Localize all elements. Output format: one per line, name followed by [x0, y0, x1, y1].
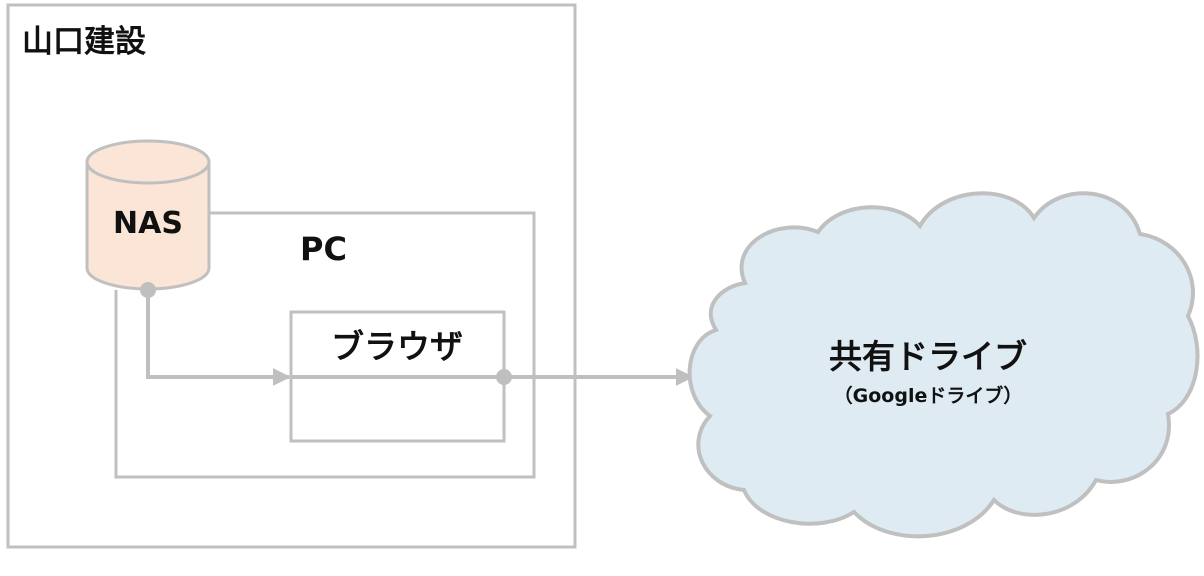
cloud-shape	[687, 191, 1200, 539]
nas-label: NAS	[113, 206, 183, 241]
pc-boundary-box	[114, 211, 536, 479]
cloud-subtitle: （Googleドライブ）	[834, 384, 1023, 407]
company-label: 山口建設	[22, 24, 146, 60]
pc-label: PC	[300, 230, 347, 268]
nas-cylinder-top	[85, 139, 211, 185]
nas-connector-dot	[140, 282, 156, 298]
company-boundary-box	[6, 3, 577, 549]
browser-connector-dot	[496, 369, 512, 385]
nas-to-browser-connector	[146, 290, 291, 386]
cloud-title: 共有ドライブ	[829, 337, 1027, 376]
browser-label: ブラウザ	[331, 327, 463, 366]
shared-drive-cloud: 共有ドライブ （Googleドライブ）	[687, 191, 1200, 539]
nas-cylinder: NAS	[85, 139, 211, 291]
